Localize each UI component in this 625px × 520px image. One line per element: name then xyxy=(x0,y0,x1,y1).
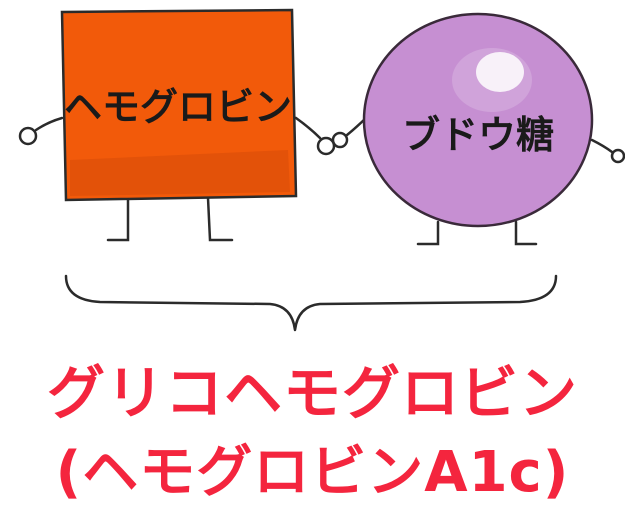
circle-legs xyxy=(416,220,538,246)
glucose-circle: ブドウ糖 xyxy=(362,12,594,228)
square-left-arm xyxy=(18,116,64,146)
caption-hba1c: (ヘモグロビンA1c) xyxy=(55,440,570,505)
caption-glycohemoglobin: グリコヘモグロビン xyxy=(46,359,578,427)
joined-hands xyxy=(294,114,370,156)
circle-right-arm xyxy=(590,138,625,164)
hemoglobin-square: ヘモグロビン xyxy=(60,8,298,202)
grouping-brace xyxy=(64,274,558,332)
glucose-label: ブドウ糖 xyxy=(402,113,554,157)
hemoglobin-label: ヘモグロビン xyxy=(64,85,292,129)
square-legs xyxy=(106,196,234,242)
